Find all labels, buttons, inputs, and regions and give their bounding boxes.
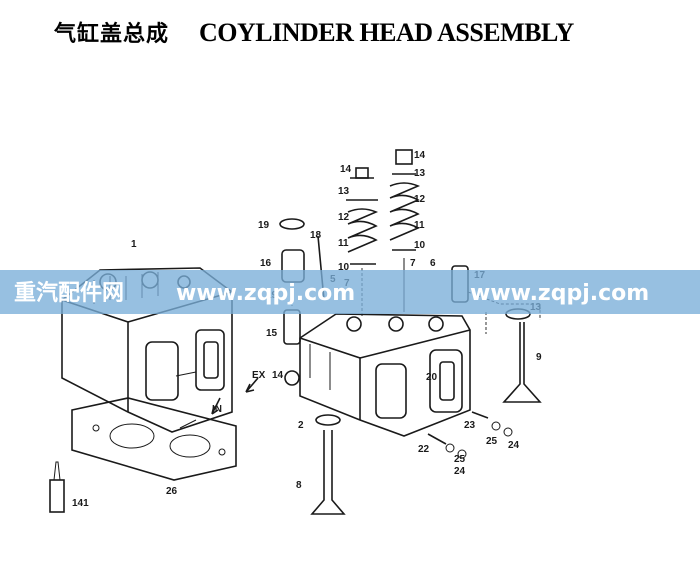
callout: 25 bbox=[454, 454, 466, 465]
callout: 10 bbox=[414, 240, 426, 251]
watermark-text: www.zqpj.com bbox=[176, 281, 355, 306]
callout: 11 bbox=[414, 220, 425, 231]
callout: 8 bbox=[296, 480, 302, 491]
callout: 12 bbox=[414, 194, 426, 205]
title-english: COYLINDER HEAD ASSEMBLY bbox=[199, 18, 574, 47]
watermark-band: 重汽配件网 www.zqpj.com www.zqpj.com bbox=[0, 270, 700, 314]
callout: 14 bbox=[414, 150, 426, 161]
callout: 13 bbox=[338, 186, 350, 197]
callout: 16 bbox=[260, 258, 272, 269]
cylinder-head-exploded bbox=[299, 313, 471, 437]
callout: 141 bbox=[72, 498, 89, 509]
callout: 6 bbox=[430, 258, 436, 269]
valve-spring-stack-left bbox=[346, 167, 379, 265]
exhaust-label: EX bbox=[252, 370, 266, 381]
part-141-plug bbox=[49, 461, 65, 513]
callout: 14 bbox=[272, 370, 284, 381]
callout: 12 bbox=[338, 212, 350, 223]
studs-and-nuts bbox=[427, 411, 513, 459]
callout: 24 bbox=[454, 466, 466, 477]
callout: 24 bbox=[508, 440, 520, 451]
head-gasket bbox=[71, 397, 237, 481]
watermark-text: www.zqpj.com bbox=[470, 281, 649, 306]
watermark-text: 重汽配件网 bbox=[14, 280, 124, 306]
callout: 15 bbox=[266, 328, 278, 339]
callout: 11 bbox=[338, 238, 349, 249]
flow-arrows: EX IN bbox=[211, 370, 266, 415]
callout: 1 bbox=[131, 239, 137, 250]
valve-8 bbox=[310, 414, 346, 515]
callout: 13 bbox=[414, 168, 426, 179]
valve-9 bbox=[502, 322, 542, 403]
title-chinese: 气缸盖总成 bbox=[54, 22, 170, 47]
callout: 9 bbox=[536, 352, 542, 363]
callout-labels: 1 2 5 6 7 7 8 9 10 10 11 11 12 12 13 13 … bbox=[72, 150, 542, 509]
callout: 25 bbox=[486, 436, 498, 447]
callout: 22 bbox=[418, 444, 430, 455]
callout: 2 bbox=[298, 420, 304, 431]
callout: 26 bbox=[166, 486, 178, 497]
callout: 10 bbox=[338, 262, 350, 273]
callout: 20 bbox=[426, 372, 438, 383]
callout: 7 bbox=[410, 258, 416, 269]
callout: 23 bbox=[464, 420, 476, 431]
page-title: 气缸盖总成 COYLINDER HEAD ASSEMBLY bbox=[54, 12, 674, 47]
callout: 18 bbox=[310, 230, 322, 241]
callout: 14 bbox=[340, 164, 352, 175]
callout: 19 bbox=[258, 220, 270, 231]
intake-label: IN bbox=[212, 404, 222, 415]
